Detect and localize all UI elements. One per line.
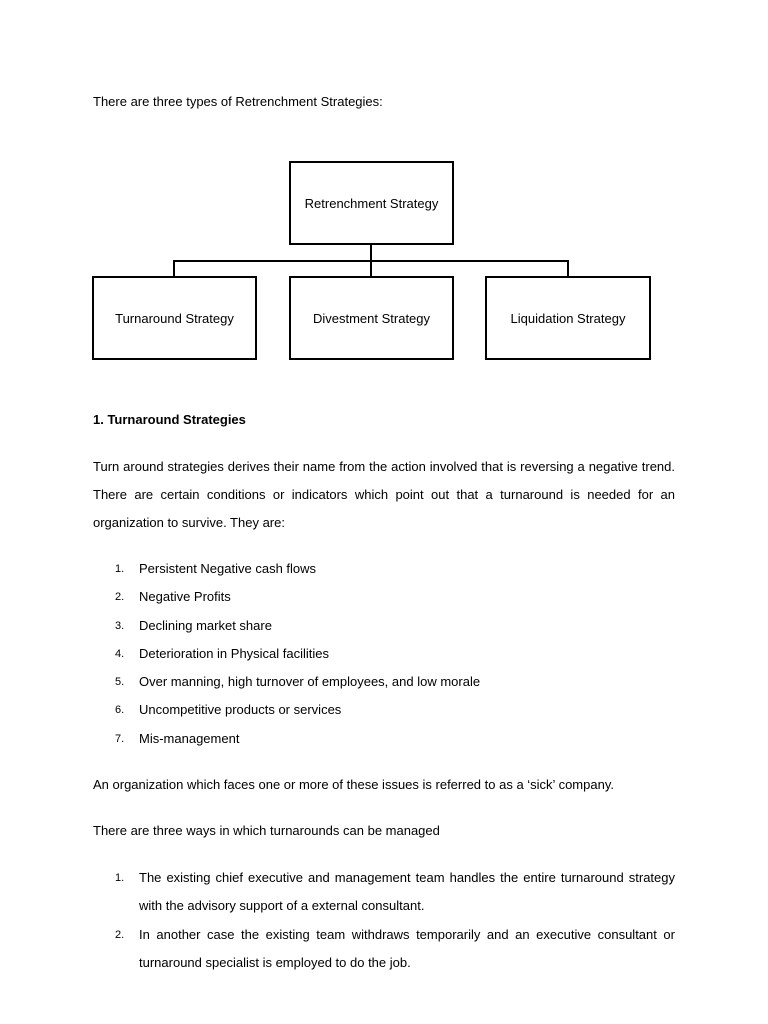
- diagram-child-box-turnaround: Turnaround Strategy: [92, 276, 257, 360]
- ways-list: 1. The existing chief executive and manag…: [93, 864, 675, 977]
- list-item-text: Negative Profits: [139, 589, 231, 605]
- list-number: 7.: [115, 732, 125, 745]
- section-heading: 1. Turnaround Strategies: [93, 412, 246, 427]
- list-item: 5. Over manning, high turnover of employe…: [93, 668, 675, 696]
- list-number: 3.: [115, 619, 125, 632]
- conditions-list: 1. Persistent Negative cash flows 2. Negat…: [93, 555, 675, 753]
- list-item: 1. Persistent Negative cash flows: [93, 555, 675, 583]
- retrenchment-diagram: Retrenchment Strategy Turnaround Strateg…: [0, 0, 768, 400]
- list-item-text: Deterioration in Physical facilities: [139, 645, 330, 661]
- diagram-child-label: Turnaround Strategy: [115, 310, 234, 326]
- list-item-text: Uncompetitive products or services: [139, 702, 342, 718]
- list-item-text: In another case the existing team withdr…: [139, 926, 675, 970]
- paragraph-sick-company: An organization which faces one or more …: [93, 777, 614, 792]
- list-number: 4.: [115, 647, 125, 660]
- list-item: 2. Negative Profits: [93, 583, 675, 611]
- list-number: 5.: [115, 676, 125, 689]
- list-number: 2.: [115, 928, 125, 941]
- diagram-child-box-liquidation: Liquidation Strategy: [485, 276, 651, 360]
- paragraph-ways-intro: There are three ways in which turnaround…: [93, 823, 440, 838]
- list-item-text: Mis-management: [139, 730, 240, 746]
- list-item: 6. Uncompetitive products or services: [93, 696, 675, 724]
- list-item: 3. Declining market share: [93, 612, 675, 640]
- list-number: 1.: [115, 563, 125, 575]
- diagram-child-label: Divestment Strategy: [312, 310, 431, 326]
- list-number: 6.: [115, 704, 125, 717]
- list-item: 2. In another case the existing team with…: [93, 921, 675, 978]
- diagram-child-box-divestment: Divestment Strategy: [289, 276, 454, 360]
- list-item: 4. Deterioration in Physical facilities: [93, 640, 675, 668]
- list-item-text: Over manning, high turnover of employees…: [139, 674, 481, 690]
- list-item: 1. The existing chief executive and manag…: [93, 864, 675, 921]
- diagram-root-label: Retrenchment Strategy: [304, 195, 439, 211]
- list-number: 2.: [115, 591, 125, 604]
- diagram-child-label: Liquidation Strategy: [510, 310, 626, 326]
- intro-text: There are three types of Retrenchment St…: [93, 94, 383, 109]
- list-number: 1.: [115, 872, 125, 884]
- list-item-text: The existing chief executive and managem…: [139, 870, 675, 914]
- list-item-text: Declining market share: [139, 617, 272, 633]
- list-item: 7. Mis-management: [93, 725, 675, 753]
- list-item-text: Persistent Negative cash flows: [139, 561, 317, 576]
- paragraph-turnaround-intro: Turn around strategies derives their nam…: [93, 459, 675, 530]
- diagram-root-box: Retrenchment Strategy: [289, 161, 454, 245]
- diagram-connectors: [173, 245, 569, 276]
